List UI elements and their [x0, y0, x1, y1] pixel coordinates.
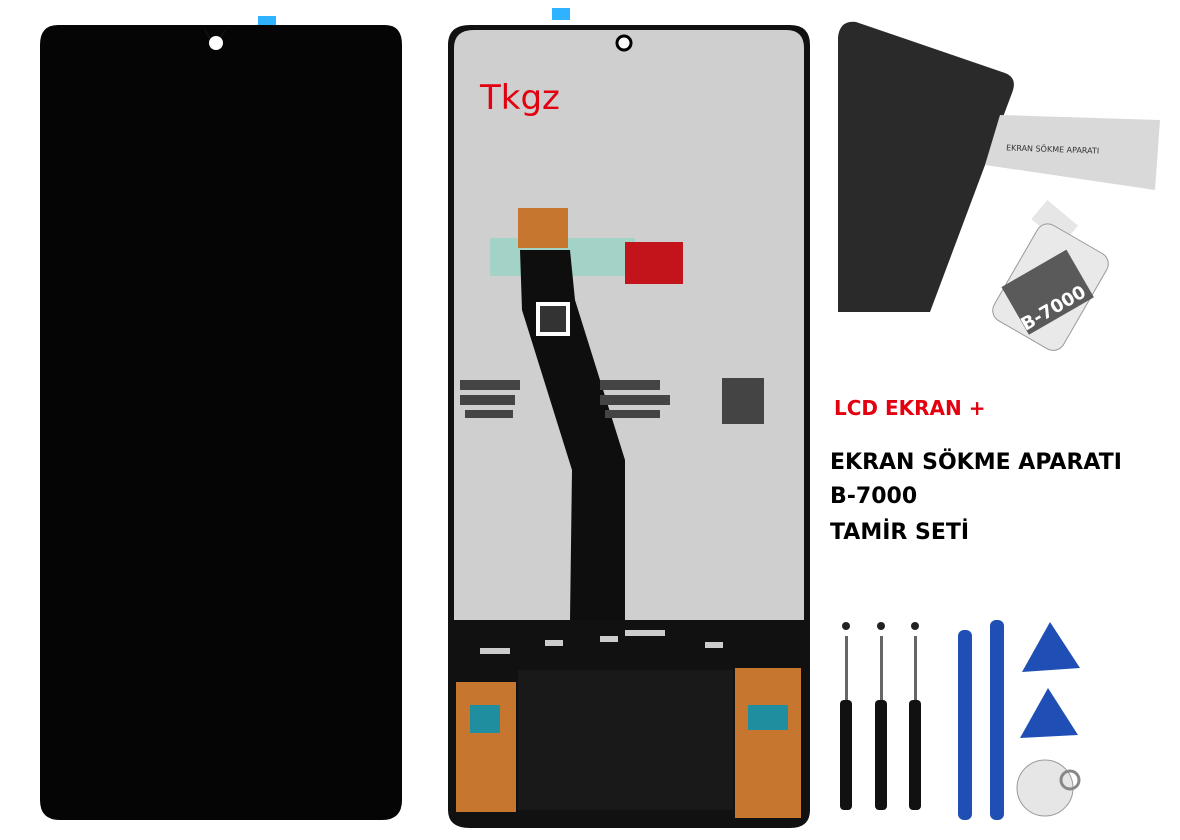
opener-kit — [838, 21, 1160, 351]
promo-red-line: LCD EKRAN + — [834, 396, 986, 420]
promo-line-1: EKRAN SÖKME APARATI — [830, 450, 1122, 475]
screwdriver-2 — [875, 622, 887, 810]
opener-card — [985, 115, 1160, 190]
screwdriver-1 — [840, 622, 852, 810]
red-sticker — [625, 242, 683, 284]
triangle-pick-2 — [1020, 688, 1078, 738]
copper-corner-left — [456, 682, 516, 812]
watermark-text: Tkgz — [480, 78, 560, 118]
pry-bar-1 — [958, 630, 972, 820]
tool-set — [840, 620, 1081, 820]
copper-corner-right — [735, 668, 801, 818]
lcd-front-body — [40, 25, 402, 820]
pry-bar-2 — [990, 620, 1004, 820]
front-camera-icon — [209, 36, 223, 50]
promo-line-3: TAMİR SETİ — [830, 520, 970, 545]
promo-line-2: B-7000 — [830, 484, 918, 509]
flex-cable — [520, 250, 625, 620]
dark-screen-piece — [838, 21, 1014, 312]
flex-connector — [518, 208, 568, 248]
black-film — [518, 670, 733, 810]
protective-tab-icon — [552, 8, 570, 20]
screwdriver-3 — [909, 622, 921, 810]
lcd-front — [40, 16, 402, 820]
camera-notch-icon — [615, 34, 633, 52]
lcd-back — [448, 8, 810, 828]
triangle-pick-1 — [1022, 622, 1080, 672]
